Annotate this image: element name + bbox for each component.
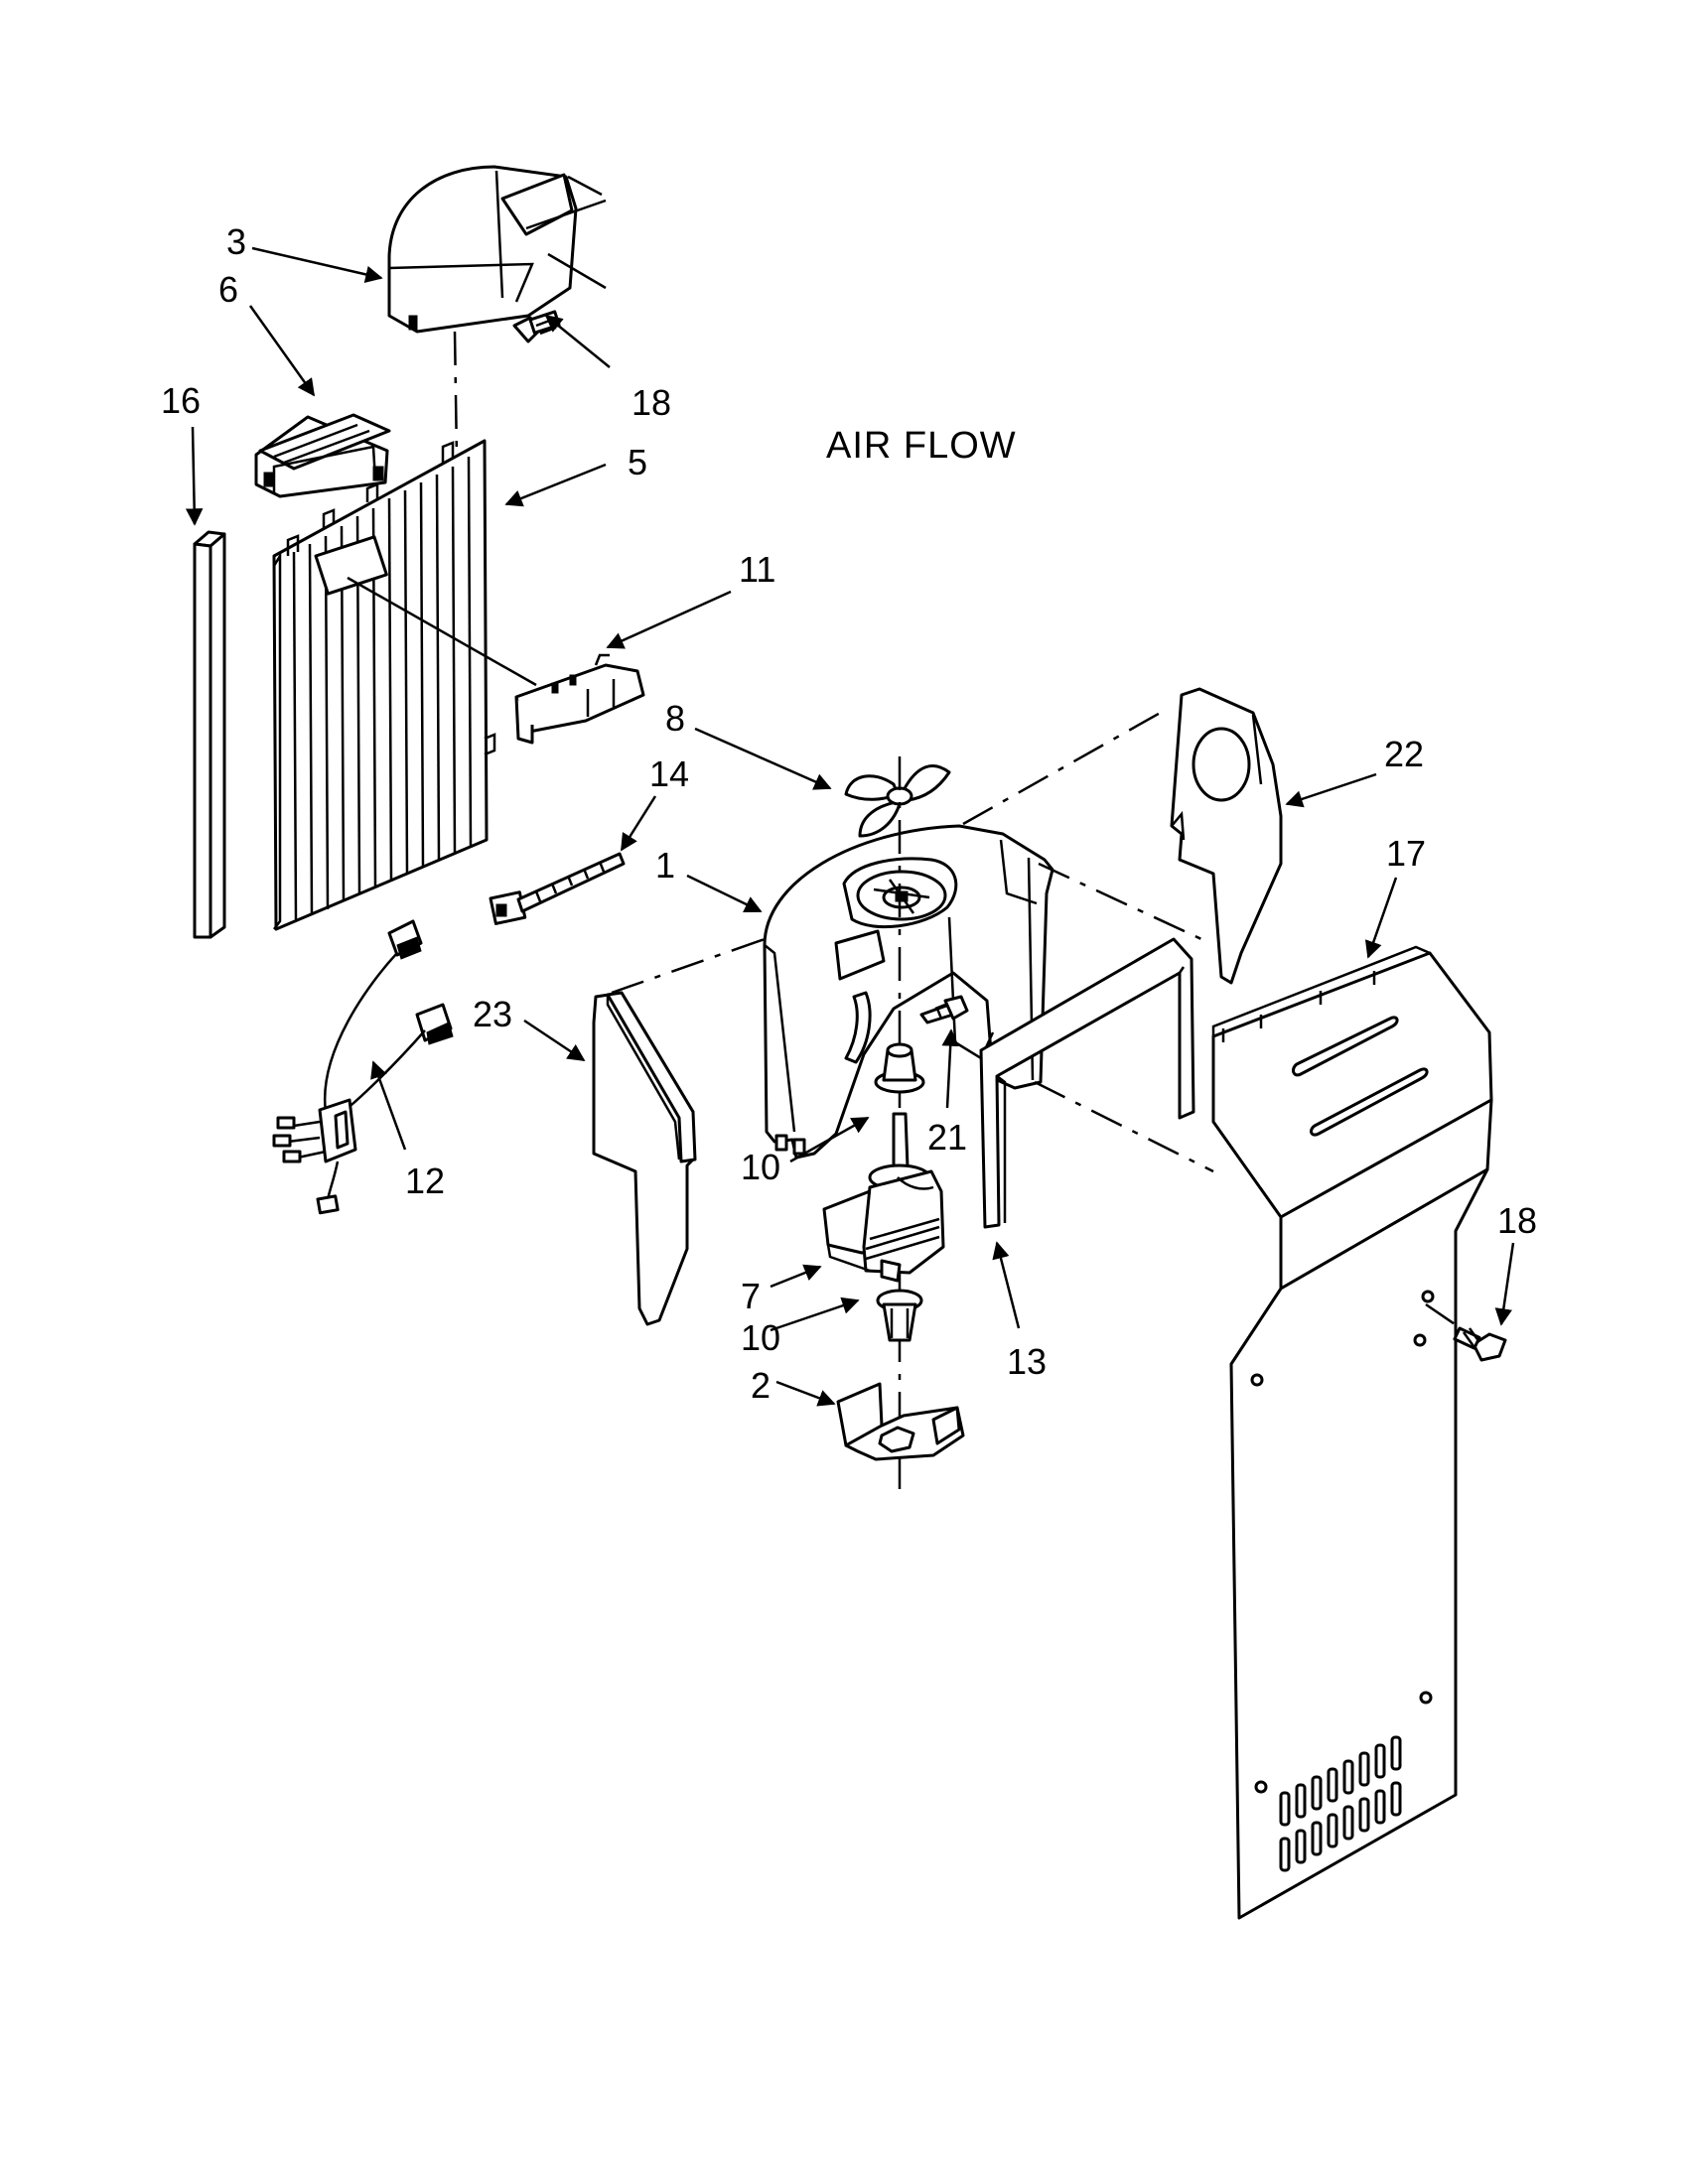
assembly-line-3-5 [453, 331, 459, 460]
vent-slots [1279, 1735, 1402, 1872]
callout-2: 2 [751, 1365, 771, 1406]
callout-7: 7 [741, 1276, 761, 1316]
part-21-screw [919, 995, 969, 1024]
part-7-fan-motor [822, 1112, 945, 1283]
part-16-foam-strip [193, 530, 226, 939]
leader-lines [185, 246, 1515, 1407]
callout-23: 23 [473, 994, 512, 1034]
part-17-rear-cover [1211, 945, 1493, 1920]
assembly-line-1-13 [1038, 862, 1202, 941]
part-2-motor-bracket [836, 1382, 965, 1461]
part-6-clip [254, 413, 391, 498]
assembly-line-18-17 [1425, 1302, 1465, 1332]
callout-14: 14 [649, 753, 689, 794]
callout-8: 8 [665, 698, 685, 739]
part-23-side-baffle [592, 991, 697, 1326]
callout-13: 13 [1007, 1341, 1047, 1382]
callout-5: 5 [628, 442, 647, 482]
assembly-line-13-17 [1034, 1080, 1214, 1173]
callout-10-upper: 10 [741, 1147, 780, 1187]
part-11-defrost-thermostat [514, 653, 645, 745]
part-10-grommet-lower [876, 1289, 923, 1342]
callout-17: 17 [1386, 833, 1426, 874]
callout-21: 21 [927, 1117, 967, 1158]
part-22-side-bracket [1170, 687, 1283, 985]
part-3-duct-cover [387, 165, 607, 334]
callout-11: 11 [739, 549, 775, 590]
callout-16: 16 [161, 380, 201, 421]
callout-6: 6 [218, 269, 238, 310]
part-10-grommet-upper [874, 1042, 925, 1094]
pointer-11-to-5 [347, 576, 537, 687]
callout-10-lower: 10 [741, 1317, 780, 1358]
part-13-gasket [979, 937, 1195, 1229]
callout-18-right: 18 [1497, 1200, 1537, 1241]
callouts: 3 6 16 18 5 11 8 14 1 22 17 23 12 21 10 … [161, 221, 1537, 1406]
callout-12: 12 [405, 1160, 445, 1201]
part-5-evaporator [272, 439, 496, 931]
callout-3: 3 [226, 221, 246, 262]
air-flow-caption: AIR FLOW [826, 425, 1017, 467]
part-14-cable-tie [489, 852, 626, 925]
part-12-wire-harness [272, 919, 454, 1215]
assembly-line-23-1 [611, 937, 766, 995]
assembly-line-1-22 [962, 709, 1165, 826]
part-1-fan-shroud [763, 824, 1054, 1160]
callout-22: 22 [1384, 734, 1424, 774]
part-18-screw-right [1453, 1326, 1507, 1362]
callout-18-top: 18 [632, 382, 671, 423]
callout-1: 1 [655, 845, 675, 886]
